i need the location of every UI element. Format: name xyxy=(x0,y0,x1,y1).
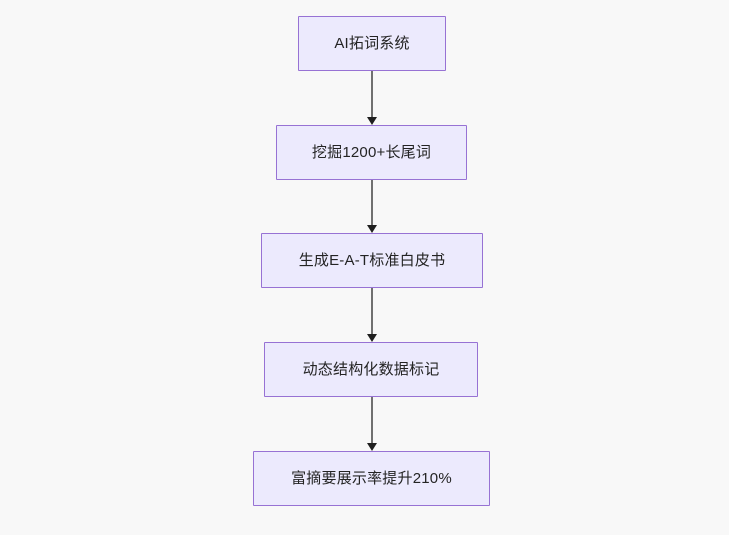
flow-node-label: 生成E-A-T标准白皮书 xyxy=(298,251,446,269)
flow-node-label: 富摘要展示率提升210% xyxy=(291,469,452,487)
flow-node-label: 动态结构化数据标记 xyxy=(302,360,440,378)
edge-line xyxy=(371,288,373,334)
flow-node-label: 挖掘1200+长尾词 xyxy=(311,143,432,161)
flow-node-dynamic-structured-data-markup[interactable]: 动态结构化数据标记 xyxy=(264,342,478,397)
edge-line xyxy=(371,397,373,443)
flow-node-rich-snippet-rate-increase[interactable]: 富摘要展示率提升210% xyxy=(253,451,490,506)
edge-line xyxy=(371,71,373,117)
arrowhead-icon xyxy=(367,117,377,125)
flow-node-mine-longtail-keywords[interactable]: 挖掘1200+长尾词 xyxy=(276,125,467,180)
arrowhead-icon xyxy=(367,443,377,451)
arrowhead-icon xyxy=(367,225,377,233)
flow-node-label: AI拓词系统 xyxy=(334,34,410,52)
flow-node-ai-keyword-system[interactable]: AI拓词系统 xyxy=(298,16,446,71)
arrowhead-icon xyxy=(367,334,377,342)
flow-node-generate-eat-whitepaper[interactable]: 生成E-A-T标准白皮书 xyxy=(261,233,483,288)
edge-line xyxy=(371,180,373,225)
